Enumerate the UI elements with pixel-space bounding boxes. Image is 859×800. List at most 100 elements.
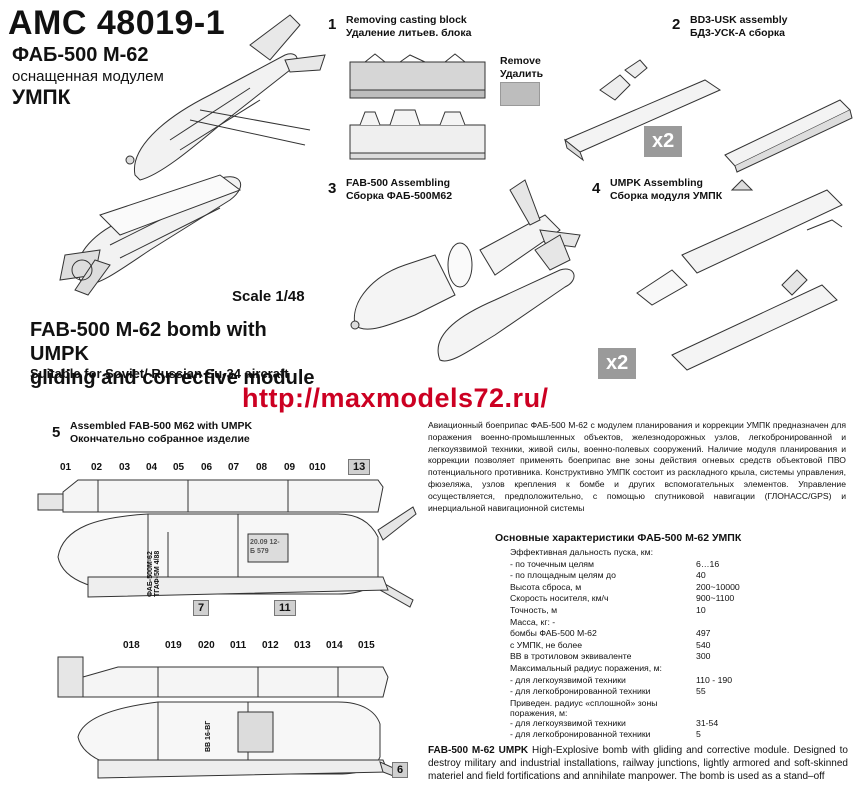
product-title-en: FAB-500 M-62 bomb with UMPK gliding and … [30, 318, 320, 390]
bomb-side-marking: ФАБ-500М-62 ТГАФ-5М 4/88 [147, 550, 161, 597]
spec-label: Максимальный радиус поражения, м: [510, 662, 662, 673]
callout-018: 018 [123, 640, 140, 651]
callout-05: 05 [173, 462, 185, 473]
spec-label: Эффективная дальность пуска, км: [510, 547, 653, 557]
spec-label: Высота сброса, м [510, 581, 582, 592]
spec-value: 40 [696, 570, 706, 581]
callout-02: 02 [91, 462, 103, 473]
product-title-en-line2: gliding and corrective module [30, 367, 315, 389]
step-5-assembled-side-view [57, 656, 399, 779]
spec-row: с УМПК, не более 540 [510, 640, 740, 652]
spec-label: - по площадным целям до [510, 570, 616, 581]
step-2-number: 2 [672, 16, 681, 33]
step-4-caption-en: UMPK Assembling [610, 177, 703, 189]
step-3-bomb-assembly-drawing [350, 179, 581, 362]
spec-label: бомбы ФАБ-500 М-62 [510, 628, 597, 639]
step-3-caption-en: FAB-500 Assembling [346, 177, 451, 189]
spec-label: - для легкоуязвимой техники [510, 717, 626, 728]
step-3-multiplier: x2 [598, 348, 637, 379]
step-1-caption-en: Removing casting block [346, 14, 467, 26]
callout-04: 04 [146, 462, 158, 473]
website-link[interactable]: http://maxmodels72.ru/ [242, 383, 549, 413]
spec-row: Приведен. радиус «сплошной» зоны поражен… [510, 698, 740, 718]
spec-value: 540 [696, 639, 711, 650]
spec-value: 200~10000 [696, 581, 740, 592]
step-1-caption-ru: Удаление литьев. блока [346, 27, 472, 39]
spec-row: Масса, кг: - [510, 617, 740, 629]
hero-bomb-illustration [59, 14, 326, 296]
spec-label: - по точечным целям [510, 558, 594, 569]
spec-value: 6…16 [696, 558, 720, 569]
step-3-caption: FAB-500 Assembling Сборка ФАБ-500М62 [346, 177, 452, 203]
product-name-ru: ФАБ-500 М-62 [12, 44, 149, 66]
callout-020: 020 [198, 640, 215, 651]
spec-row: Точность, м 10 [510, 605, 740, 617]
step-2-multiplier: x2 [644, 126, 683, 157]
step-5-number: 5 [52, 424, 61, 441]
bomb-stencil-marking: 20.09 12-Б 579 [250, 539, 280, 555]
callout-13: 13 [348, 459, 371, 475]
spec-label: Масса, кг: - [510, 616, 556, 627]
callout-01: 01 [60, 462, 72, 473]
spec-value [690, 698, 740, 718]
callout-013: 013 [294, 640, 311, 651]
spec-row: Высота сброса, м 200~10000 [510, 582, 740, 594]
step-4-number: 4 [592, 180, 601, 197]
specs-title: Основные характеристики ФАБ-500 М-62 УМП… [495, 532, 742, 544]
spec-value: 497 [696, 628, 711, 639]
step-5-assembled-top-view [37, 479, 417, 608]
remove-swatch [500, 82, 540, 106]
spec-value: 5 [696, 729, 701, 740]
spec-value [690, 617, 740, 629]
step-4-caption-ru: Сборка модуля УМПК [610, 190, 723, 202]
suitable-aircraft: Suitable for Soviet/ Russian Su-34 aircr… [30, 366, 289, 381]
spec-row: - по точечным целям 6…16 [510, 559, 740, 571]
spec-value [690, 547, 740, 559]
product-module-ru: УМПК [12, 86, 71, 109]
remove-legend-en: Remove [500, 55, 541, 67]
spec-label: Точность, м [510, 604, 558, 615]
product-title-en-line1: FAB-500 M-62 bomb with UMPK [30, 319, 267, 365]
description-en: FAB-500 M-62 UMPK High-Explosive bomb wi… [428, 744, 848, 783]
spec-label: с УМПК, не более [510, 639, 583, 650]
step-3-caption-ru: Сборка ФАБ-500М62 [346, 190, 453, 202]
spec-value: 31-54 [696, 717, 719, 728]
scale-label: Scale 1/48 [232, 288, 305, 305]
callout-08: 08 [256, 462, 268, 473]
description-en-text: High-Explosive bomb with gliding and cor… [428, 745, 848, 782]
product-code: AMC 48019-1 [8, 4, 226, 42]
remove-legend-ru: Удалить [500, 68, 544, 80]
step-5-caption-en: Assembled FAB-500 M62 with UMPK [70, 420, 253, 432]
step-1-caption: Removing casting block Удаление литьев. … [346, 14, 471, 40]
bomb-tail-marking: ВВ 16-ВГ [205, 720, 212, 752]
callout-11: 11 [274, 600, 296, 616]
spec-row: Эффективная дальность пуска, км: [510, 547, 740, 559]
description-ru: Авиационный боеприпас ФАБ-500 М-62 с мод… [428, 420, 846, 513]
callout-014: 014 [326, 640, 343, 651]
spec-row: - для легкобронированной техники 5 [510, 729, 740, 741]
spec-label: - для легкобронированной техники [510, 729, 651, 740]
description-en-bold: FAB-500 M-62 UMPK [428, 745, 529, 756]
callout-012: 012 [262, 640, 279, 651]
step-4-umpk-drawing [636, 179, 843, 371]
spec-value: 300 [696, 651, 711, 662]
spec-label: - для легкоуязвимой техники [510, 674, 626, 685]
spec-value: 55 [696, 686, 706, 697]
callout-09: 09 [284, 462, 296, 473]
step-1-number: 1 [328, 16, 337, 33]
callout-06: 06 [201, 462, 213, 473]
step-3-number: 3 [328, 180, 337, 197]
callout-07: 07 [228, 462, 240, 473]
spec-label: Приведен. радиус «сплошной» зоны поражен… [510, 697, 658, 718]
spec-value: 10 [696, 604, 706, 615]
spec-row: - для легкоуязвимой техники 31-54 [510, 718, 740, 730]
spec-row: бомбы ФАБ-500 М-62 497 [510, 628, 740, 640]
callout-011: 011 [230, 640, 247, 651]
spec-row: Максимальный радиус поражения, м: [510, 663, 740, 675]
specs-table: Эффективная дальность пуска, км: - по то… [510, 547, 740, 741]
spec-value [690, 663, 740, 675]
